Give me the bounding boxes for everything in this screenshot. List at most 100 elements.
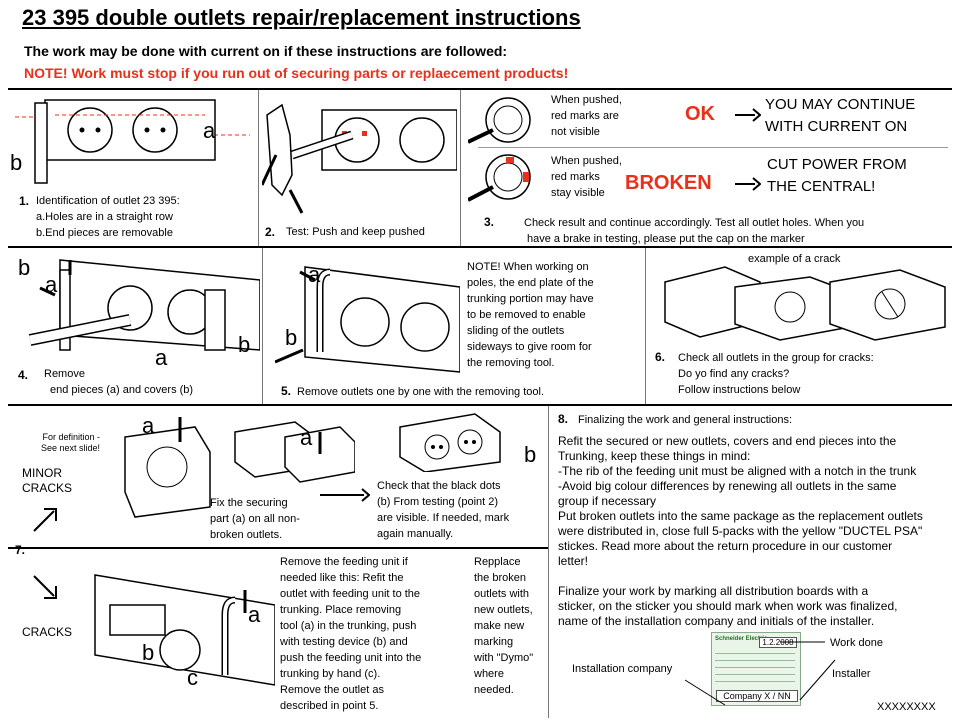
divider-row3 <box>8 404 952 406</box>
label-a: a <box>300 425 313 450</box>
step-number: 5. <box>281 384 292 398</box>
black-dots-illustration <box>395 412 505 472</box>
label-a: a <box>308 262 321 287</box>
arrow-down-icon <box>30 572 60 607</box>
step6-line1: Check all outlets in the group for crack… <box>678 352 874 364</box>
step8-p7: were distributed in, close full 5-packs … <box>558 524 923 538</box>
sticker-company: Company X / NN <box>716 690 798 702</box>
step8-p3: -The rib of the feeding unit must be ali… <box>558 464 917 478</box>
broken-text-1: CUT POWER FROM <box>767 156 907 173</box>
step5-note-2: poles, the end plate of the <box>467 277 594 289</box>
feeding-unit-illustration <box>85 555 275 695</box>
step8-f1: Finalize your work by marking all distri… <box>558 584 869 598</box>
label-b: b <box>18 255 31 280</box>
feed-line-4: trunking. Place removing <box>280 604 402 616</box>
ok-label: OK <box>685 103 715 125</box>
label-b: b <box>142 640 155 665</box>
step1-line1: Identification of outlet 23 395: <box>36 195 180 207</box>
step8-p9: letter! <box>558 554 589 568</box>
step-number: 1. <box>19 194 30 208</box>
label-a: a <box>45 272 58 297</box>
step1-line3: b.End pieces are removable <box>36 227 173 239</box>
divider-v2 <box>460 90 461 246</box>
divider-v3 <box>262 248 263 404</box>
feed-line-2: needed like this: Refit the <box>280 572 404 584</box>
replace-line-1: Repplace <box>474 556 521 568</box>
replace-line-9: needed. <box>474 684 514 696</box>
step5-note-1: NOTE! When working on <box>467 261 589 273</box>
divider-ok-broken <box>478 147 948 148</box>
not-visible-text-2: red marks are <box>551 110 619 122</box>
feed-line-8: trunking by hand (c). <box>280 668 381 680</box>
step-number: 4. <box>18 368 29 382</box>
warning-text: NOTE! Work must stop if you run out of s… <box>24 65 569 81</box>
arrow-up-icon <box>30 505 60 540</box>
check-line-4: again manually. <box>377 528 454 540</box>
divider-top <box>8 88 952 90</box>
divider-v4 <box>645 248 646 404</box>
replace-line-4: new outlets, <box>474 604 533 616</box>
step1-line2: a.Holes are in a straight row <box>36 211 173 223</box>
step8-f2: sticker, on the sticker you should mark … <box>558 599 898 613</box>
label-b: b <box>285 325 298 350</box>
label-a: a <box>155 345 168 370</box>
step8-f3: name of the installation company and ini… <box>558 614 875 628</box>
step-number: 2. <box>265 225 276 239</box>
feed-line-3: outlet with feeding unit to the <box>280 588 421 600</box>
step8-instructions: Refit the secured or new outlets, covers… <box>558 434 958 569</box>
step3-result-2: have a brake in testing, please put the … <box>527 233 805 245</box>
annotation-lines <box>680 630 840 715</box>
step-number: 7. <box>15 543 26 557</box>
cracks-label: CRACKS <box>22 625 73 639</box>
divider-row2 <box>8 246 952 248</box>
visible-text-2: red marks <box>551 171 600 183</box>
step3-result-1: Check result and continue accordingly. T… <box>524 217 865 229</box>
feed-line-1: Remove the feeding unit if <box>280 556 408 568</box>
visible-text-3: stay visible <box>551 187 605 199</box>
crack-caption: example of a crack <box>748 253 841 265</box>
check-line-2: (b) From testing (point 2) <box>377 496 499 508</box>
work-done-label: Work done <box>830 637 883 649</box>
arrow-right-icon <box>735 177 762 196</box>
visible-text-1: When pushed, <box>551 155 622 167</box>
outlet-identification-illustration <box>15 95 250 185</box>
step8-p2: Trunking, keep these things in mind: <box>558 449 751 463</box>
test-result-illustration <box>468 92 548 212</box>
fix-line-2: part (a) on all non- <box>210 513 300 525</box>
step5-note-4: to be removed to enable <box>467 309 586 321</box>
minor-line-2: CRACKS <box>22 481 73 495</box>
step8-p4: -Avoid big colour differences by renewin… <box>558 479 897 493</box>
sticker-brand: Schneider Electric <box>715 636 768 642</box>
ok-text-2: WITH CURRENT ON <box>765 118 908 135</box>
ok-text-1: YOU MAY CONTINUE <box>765 96 916 113</box>
installer-label: Installer <box>832 668 871 680</box>
step8-p5: group if necessary <box>558 494 657 508</box>
step6-line3: Follow instructions below <box>678 384 801 396</box>
definition-note: For definition - See next slide! <box>30 432 100 454</box>
subtitle: The work may be done with current on if … <box>24 43 508 59</box>
replace-line-6: marking <box>474 636 514 648</box>
definition-line-1: For definition - <box>42 432 100 442</box>
feed-line-5: tool (a) in the trunking, push <box>280 620 417 632</box>
step8-finalize: Finalize your work by marking all distri… <box>558 584 958 629</box>
step4-line2: end pieces (a) and covers (b) <box>50 384 194 396</box>
test-push-illustration <box>262 95 457 220</box>
divider-v1 <box>258 90 259 246</box>
check-line-1: Check that the black dots <box>377 480 501 492</box>
replace-line-8: where <box>474 668 504 680</box>
replace-line-2: the broken <box>474 572 526 584</box>
arrow-right-icon <box>735 108 762 127</box>
step-number: 3. <box>484 215 495 229</box>
not-visible-text-1: When pushed, <box>551 94 622 106</box>
footer-code: XXXXXXXX <box>877 701 936 713</box>
label-a: a <box>248 602 261 627</box>
label-b: b <box>238 332 251 357</box>
step2-text: Test: Push and keep pushed <box>286 226 425 238</box>
feed-line-7: push the feeding unit into the <box>280 652 422 664</box>
fix-line-3: broken outlets. <box>210 529 283 541</box>
step8-heading: Finalizing the work and general instruct… <box>578 414 793 426</box>
label-c: c <box>187 665 198 690</box>
replace-line-5: make new <box>474 620 525 632</box>
step-number: 8. <box>558 412 569 426</box>
definition-line-2: See next slide! <box>40 443 100 453</box>
